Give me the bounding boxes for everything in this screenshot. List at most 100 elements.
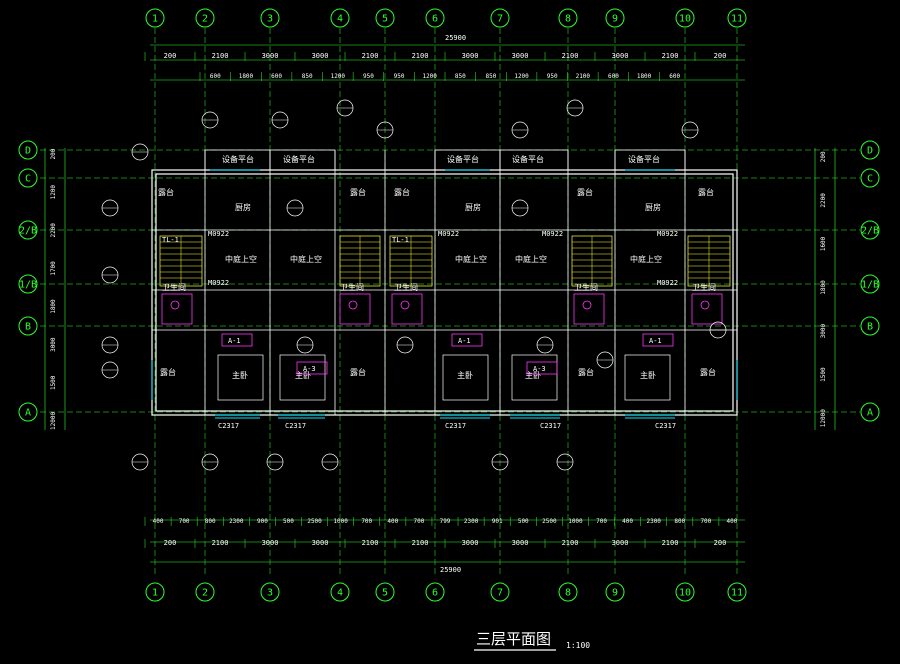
atrium-label: 中庭上空	[290, 254, 322, 264]
axis-bubble	[860, 402, 880, 422]
axis-label: 11	[731, 588, 743, 599]
dimension-text: 2100	[562, 52, 579, 60]
dimension-text: 1700	[50, 261, 57, 276]
axis-label: 7	[497, 588, 503, 599]
beds	[217, 354, 671, 401]
door-code: M0922	[208, 279, 229, 287]
axis-bubble	[18, 316, 38, 336]
axis-bubble	[18, 140, 38, 160]
window-codes: C2317 C2317 C2317 C2317 C2317	[218, 422, 676, 430]
axis-label: 1/B	[19, 280, 37, 291]
axis-label: 10	[679, 14, 691, 25]
dimension-text: 2500	[542, 518, 557, 525]
dimension-text: 700	[361, 518, 372, 525]
axis-label: 10	[679, 588, 691, 599]
axis-bubble	[727, 8, 747, 28]
master-bedroom-label: 主卧	[457, 370, 473, 380]
axis-label: 4	[337, 588, 343, 599]
dimension-text: 600	[608, 73, 619, 80]
dimension-text: 2100	[662, 52, 679, 60]
atrium-label: 中庭上空	[515, 254, 547, 264]
master-bedroom-label: 主卧	[295, 370, 311, 380]
axis-label: 11	[731, 14, 743, 25]
axis-bubble	[425, 582, 445, 602]
drawing-scale: 1:100	[566, 641, 590, 650]
dimension-text: 850	[486, 73, 497, 80]
dimension-text: 1200	[50, 185, 57, 200]
dimension-text: 799	[440, 518, 451, 525]
axis-label: 9	[612, 588, 618, 599]
dimension-text: 1200	[331, 73, 346, 80]
dimension-text: 1200	[422, 73, 437, 80]
dimension-text: 400	[153, 518, 164, 525]
interior-walls	[152, 149, 737, 415]
dimension-text: 3000	[820, 323, 827, 338]
axis-label: 2	[202, 14, 208, 25]
axis-label: 3	[267, 588, 273, 599]
axis-bubble	[490, 8, 510, 28]
dimension-text: 12000	[820, 409, 827, 427]
detail-callouts	[101, 99, 727, 471]
dimension-text: 3000	[512, 539, 529, 547]
dimension-text: 2100	[412, 539, 429, 547]
equipment-platform-label: 设备平台	[628, 154, 660, 164]
dimension-text: 12000	[50, 412, 57, 430]
dimension-text: 2300	[464, 518, 479, 525]
dimension-text: 2100	[412, 52, 429, 60]
axis-bubble	[558, 8, 578, 28]
axis-bubble	[675, 582, 695, 602]
axis-bubble	[330, 8, 350, 28]
dimension-text: 2100	[212, 52, 229, 60]
atrium-label: 中庭上空	[225, 254, 257, 264]
axis-label: 4	[337, 14, 343, 25]
axis-label: 6	[432, 588, 438, 599]
dimension-text: 950	[394, 73, 405, 80]
dimension-text: 600	[210, 73, 221, 80]
axis-bubble	[375, 582, 395, 602]
balcony-label: 露台	[698, 187, 714, 197]
axis-bubble	[145, 582, 165, 602]
atrium-label: 中庭上空	[630, 254, 662, 264]
door-code: M0922	[438, 230, 459, 238]
area-tag: A-3	[303, 365, 316, 373]
dimension-text: 200	[820, 151, 827, 162]
axis-bubble	[260, 8, 280, 28]
axis-label: C	[25, 174, 31, 185]
lift-label: TL-1	[162, 236, 179, 244]
kitchen-label: 厨房	[235, 202, 251, 212]
axis-label: 1	[152, 588, 158, 599]
axis-bubble	[860, 140, 880, 160]
bathroom-label: 卫生间	[692, 282, 716, 292]
section-tags	[221, 333, 674, 375]
axis-label: 6	[432, 14, 438, 25]
axis-label: A	[25, 408, 31, 419]
axis-bubble	[18, 168, 38, 188]
area-tag: A-1	[649, 337, 662, 345]
dimension-text: 3000	[462, 52, 479, 60]
window-lines	[151, 169, 738, 419]
top-dimension-lines	[44, 44, 836, 563]
dimension-text: 700	[700, 518, 711, 525]
dimension-text: 1800	[820, 280, 827, 295]
axis-bubble	[145, 8, 165, 28]
dimension-text: 850	[302, 73, 313, 80]
axis-label: 5	[382, 588, 388, 599]
axis-label: 2/B	[19, 226, 37, 237]
dimension-text: 2300	[646, 518, 661, 525]
axis-label: 2/B	[861, 226, 879, 237]
dimension-text: 1500	[50, 375, 57, 390]
axis-bubble	[425, 8, 445, 28]
dimension-text: 700	[596, 518, 607, 525]
dimension-text: 400	[622, 518, 633, 525]
kitchen-label: 厨房	[465, 202, 481, 212]
dimension-text: 3000	[312, 52, 329, 60]
bathroom-label: 卫生间	[162, 282, 186, 292]
dimension-text: 1800	[637, 73, 652, 80]
dimension-text: 500	[283, 518, 294, 525]
master-bedroom-label: 主卧	[525, 370, 541, 380]
axis-bubble	[330, 582, 350, 602]
dimension-text: 2200	[820, 193, 827, 208]
